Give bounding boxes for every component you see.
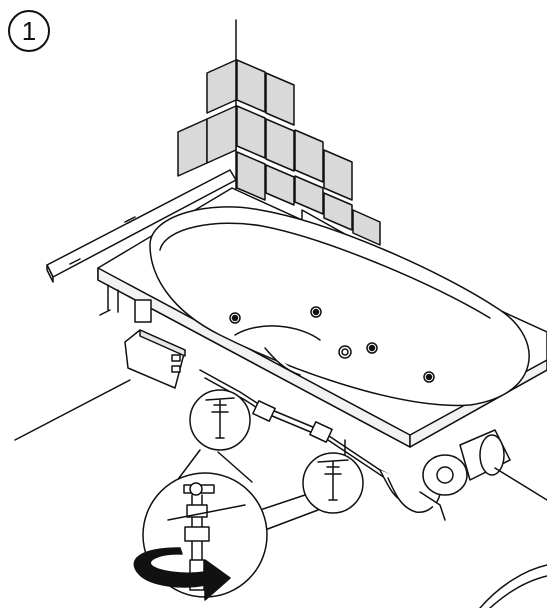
bathtub-basin [149, 206, 530, 407]
floor-line [494, 467, 547, 501]
floor-line-left [14, 379, 131, 441]
tub-underside [99, 284, 301, 376]
control-box [124, 329, 186, 389]
jet-nozzles [229, 306, 435, 383]
step-number-badge: 1 [8, 10, 50, 52]
pump [419, 429, 511, 521]
wall-tiles [177, 59, 381, 246]
floor-curve [479, 564, 547, 608]
rotate-arrow-icon [133, 547, 231, 601]
left-level-bar [46, 169, 237, 283]
leg-adjust-callout-2 [302, 452, 364, 514]
leg-adjust-callout-1 [189, 389, 251, 451]
step-number: 1 [21, 15, 37, 46]
